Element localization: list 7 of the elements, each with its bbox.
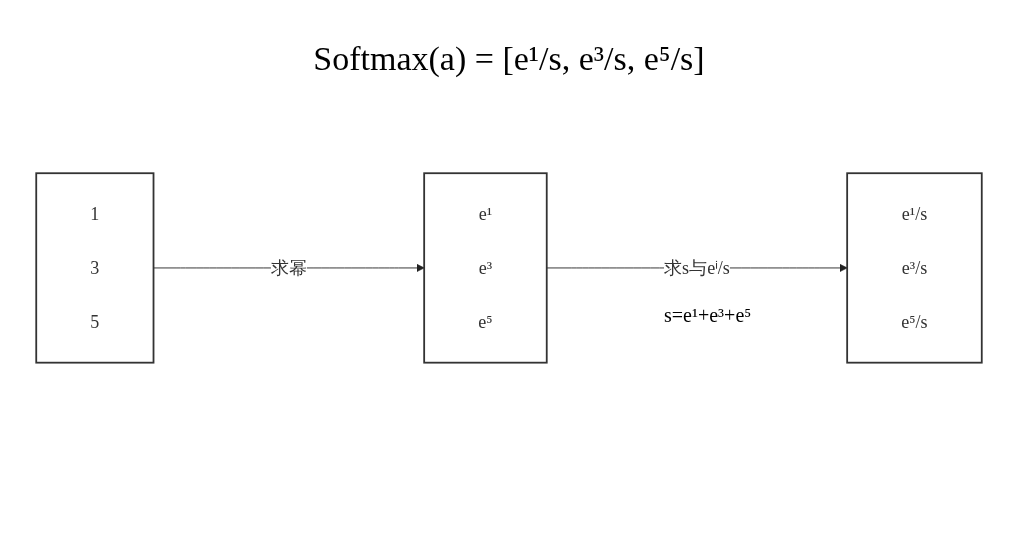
- edge-label: 求s与eⁱ/s: [664, 258, 730, 278]
- edge-label: 求幂: [270, 258, 307, 278]
- node-box: 1 3 5: [35, 172, 155, 364]
- node-box: e¹ e³ e⁵: [423, 172, 548, 364]
- node-box: e¹/s e³/s e⁵/s: [846, 172, 983, 364]
- formula-note: s=e¹+e³+e⁵: [664, 303, 752, 327]
- formula-title: Softmax(a) = [e¹/s, e³/s, e⁵/s]: [313, 40, 705, 78]
